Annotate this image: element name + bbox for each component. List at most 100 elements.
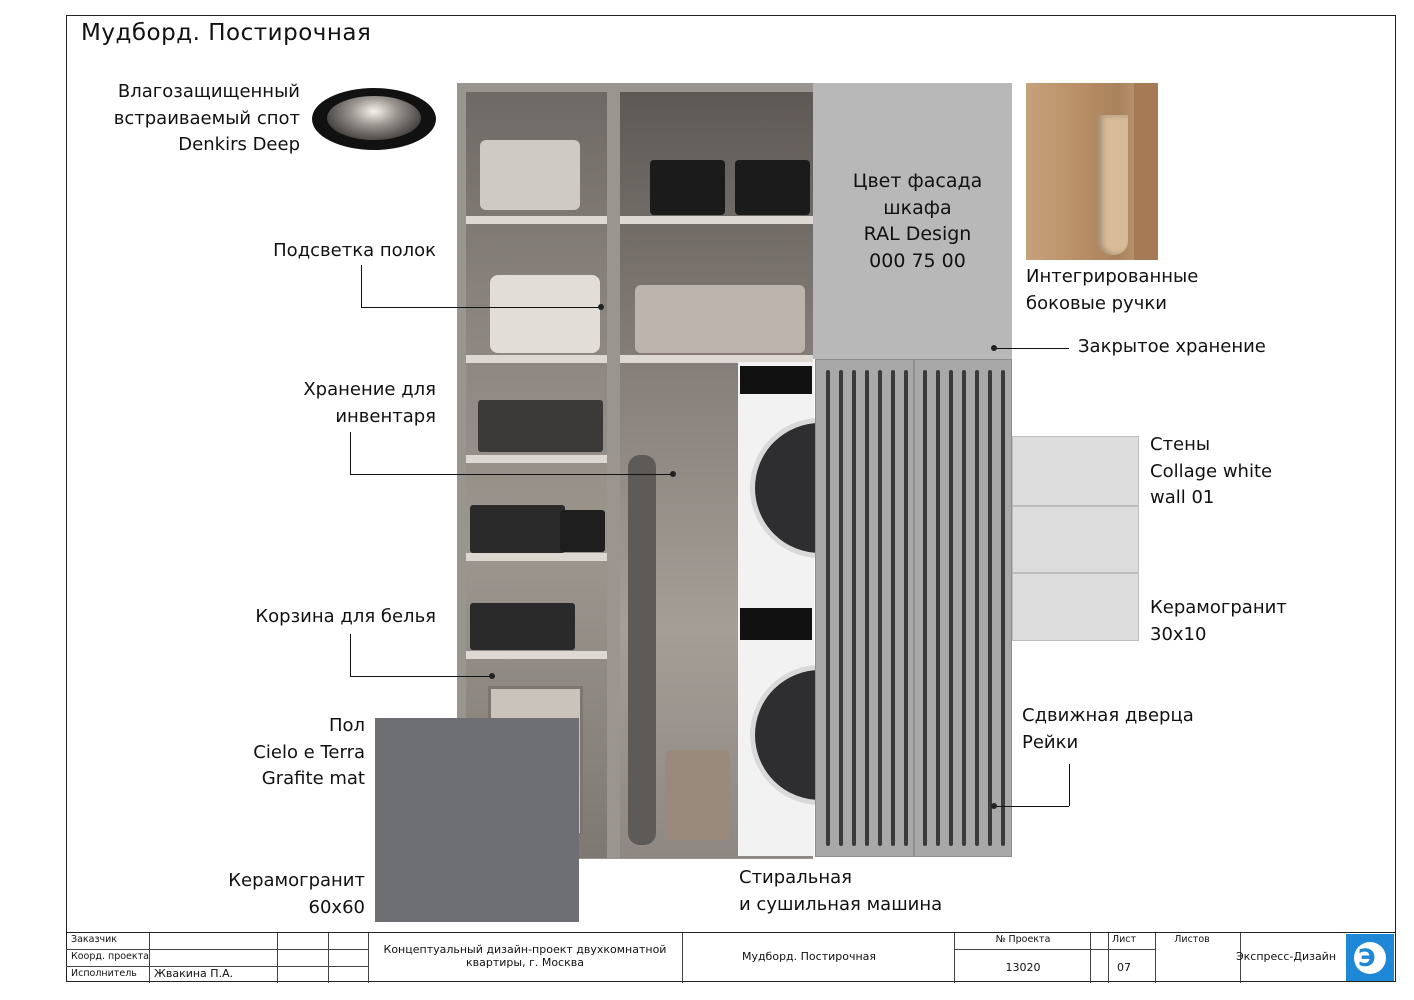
slat (826, 370, 830, 846)
shelf (466, 455, 607, 463)
page-title: Мудборд. Постирочная (81, 20, 372, 46)
stamp-executor-label: Исполнитель (71, 968, 137, 979)
stamp-col (150, 933, 278, 983)
stamp-col (369, 933, 683, 983)
label-facade: Цвет фасада шкафа RAL Design 000 75 00 (852, 170, 983, 272)
leader-line (350, 634, 351, 676)
label-inventory: Хранение для инвентаря (303, 379, 436, 427)
bucket (665, 750, 730, 840)
washer-panel (740, 608, 812, 640)
pillows (490, 275, 600, 353)
stamp-col (955, 933, 1091, 983)
label-shelf-light: Подсветка полок (273, 240, 436, 261)
leader-line (995, 348, 1069, 349)
label-closed-storage: Закрытое хранение (1078, 336, 1266, 357)
folded-towels (635, 285, 805, 353)
stamp-sheet-label: Лист (1111, 934, 1137, 945)
stamp-col (66, 933, 150, 983)
storage-basket (470, 505, 565, 553)
label-floor: Пол Cielo e Terra Grafite mat (253, 715, 365, 789)
wall-tile-swatch (1012, 573, 1139, 641)
stamp-col (1108, 933, 1156, 983)
slat (839, 370, 843, 846)
stamp-coord-label: Коорд. проекта (71, 951, 149, 962)
floor-swatch (375, 718, 579, 922)
leader-dot (670, 471, 676, 477)
stamp-row-line (66, 949, 369, 950)
shelf (620, 216, 813, 224)
slat (975, 370, 979, 846)
stamp-project-no-label: № Проекта (995, 934, 1051, 945)
leader-line (1069, 764, 1070, 806)
title-block (66, 932, 1396, 983)
logo-circle (1354, 942, 1386, 974)
leader-line (350, 474, 673, 475)
stamp-col (683, 933, 955, 983)
wall-tile-swatch (1012, 506, 1139, 573)
shelf (466, 216, 607, 224)
leader-dot (991, 803, 997, 809)
handle-wood-edge (1134, 83, 1158, 260)
stamp-project-desc: Концептуальный дизайн-проект двухкомнатн… (383, 943, 667, 969)
leader-line (995, 806, 1069, 807)
shelf (466, 355, 607, 363)
logo-glyph: Э (1358, 944, 1376, 972)
slat (865, 370, 869, 846)
leader-line (350, 432, 351, 474)
stamp-executor-name: Жвакина П.А. (154, 967, 234, 980)
slat (878, 370, 882, 846)
stamp-company: Экспресс-Дизайн (1235, 950, 1337, 963)
stamp-sheet-title: Мудборд. Постирочная (741, 950, 877, 963)
leader-dot (991, 345, 997, 351)
label-spot: Влагозащищенный встраиваемый спот Denkir… (113, 81, 300, 155)
black-box (735, 160, 810, 215)
slat (936, 370, 940, 846)
slat (923, 370, 927, 846)
leader-line (361, 265, 362, 307)
stamp-customer-label: Заказчик (71, 934, 118, 945)
facade-color-swatch (813, 83, 1012, 359)
leader-dot (598, 304, 604, 310)
label-floor-tile: Керамогранит 60x60 (228, 870, 365, 918)
bottles (560, 510, 605, 552)
label-handles: Интегрированные боковые ручки (1026, 266, 1199, 314)
drawing-frame (66, 15, 1396, 982)
storage-basket (470, 603, 575, 650)
stamp-col (278, 933, 329, 983)
stamp-col (1091, 933, 1241, 983)
slat (949, 370, 953, 846)
slat (962, 370, 966, 846)
shelf (620, 355, 813, 363)
label-walls: Стены Collage white wall 01 (1150, 434, 1273, 508)
slat (904, 370, 908, 846)
pillows (480, 140, 580, 210)
label-washer: Стиральная и сушильная машина (739, 867, 943, 915)
label-basket: Корзина для белья (255, 606, 436, 627)
stamp-row-line (66, 966, 369, 967)
shelf (466, 651, 607, 659)
wall-tile-swatch (1012, 436, 1139, 506)
slat (988, 370, 992, 846)
bottles (478, 400, 603, 452)
black-box (650, 160, 725, 215)
ironing-board (628, 455, 656, 845)
shelf (466, 553, 607, 561)
spotlight-reflector (327, 96, 421, 140)
stamp-sheet-no: 07 (1117, 961, 1131, 974)
label-wall-tile: Керамогранит 30x10 (1150, 597, 1287, 645)
leader-dot (489, 673, 495, 679)
dryer-panel (740, 366, 812, 394)
sliding-door-left (815, 359, 914, 857)
integrated-handle (1098, 115, 1128, 255)
stamp-sheets-label: Листов (1174, 934, 1210, 945)
leader-line (361, 307, 601, 308)
stamp-row-line (955, 949, 1156, 950)
sliding-door-right (914, 359, 1012, 857)
slat (852, 370, 856, 846)
slat (1001, 370, 1005, 846)
slat (891, 370, 895, 846)
leader-line (350, 676, 492, 677)
stamp-col (329, 933, 369, 983)
label-sliding-door: Сдвижная дверца Рейки (1022, 705, 1194, 753)
stamp-project-no: 13020 (1005, 961, 1041, 974)
